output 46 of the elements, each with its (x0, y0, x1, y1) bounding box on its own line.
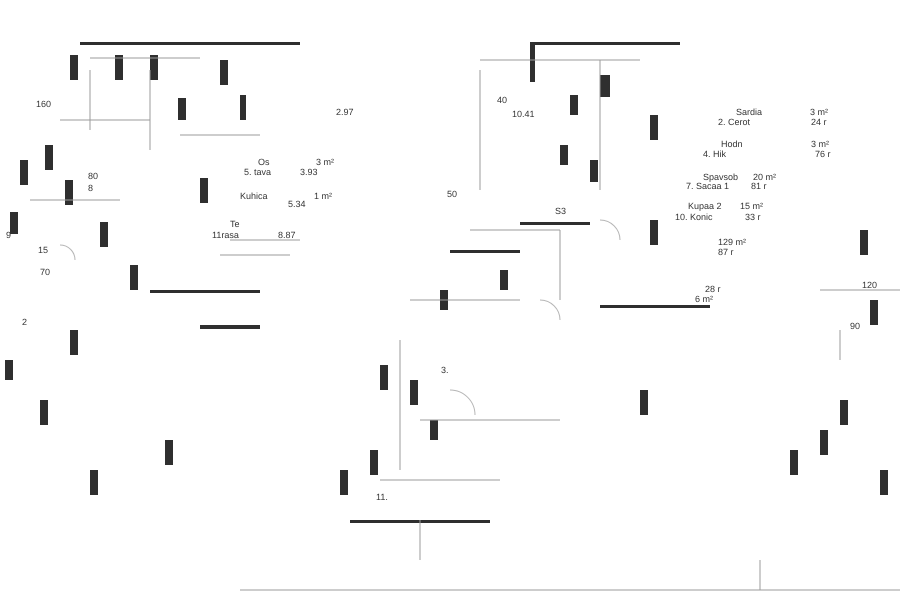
plan-label: 3 m² (810, 108, 828, 117)
plan-label: 129 m² (718, 238, 746, 247)
plan-label: 2. Cerot (718, 118, 750, 127)
plan-label: 15 (38, 246, 48, 255)
plan-label: Te (230, 220, 240, 229)
plan-label: 1 m² (314, 192, 332, 201)
plan-label: 28 r (705, 285, 721, 294)
plan-label: 5.34 (288, 200, 306, 209)
plan-label: 2 (22, 318, 28, 327)
plan-label: 11rasa (212, 231, 239, 240)
plan-label: S3 (555, 207, 566, 216)
plan-label: 76 r (815, 150, 831, 159)
plan-label: 4. Hik (703, 150, 726, 159)
plan-label: Os (258, 158, 270, 167)
plan-label: 50 (447, 190, 458, 199)
plan-label: Sardia (736, 108, 762, 117)
plan-label: 5. tava (244, 168, 272, 177)
plan-label: 33 r (745, 213, 761, 222)
plan-label: 7. Sacaa 1 (686, 182, 730, 191)
plan-label: 8 (88, 184, 94, 193)
plan-label: 20 m² (753, 173, 776, 182)
plan-label: 3.93 (300, 168, 318, 177)
plan-label: 2.97 (336, 108, 354, 117)
plan-label: 3. (441, 366, 449, 375)
plan-label: 10.41 (512, 110, 535, 119)
plan-label: 160 (36, 100, 52, 109)
plan-label: Spavsob (703, 173, 738, 182)
plan-label: 8.87 (278, 231, 296, 240)
plan-label: 70 (40, 268, 50, 277)
plan-label: 11. (376, 493, 388, 502)
plan-label: 15 m² (740, 202, 764, 211)
plan-label: 40 (497, 96, 508, 105)
plan-label: 6 m² (695, 295, 713, 304)
plan-label: 24 r (811, 118, 827, 127)
plan-label: 81 r (751, 182, 767, 191)
plan-label: 9 (6, 231, 12, 240)
plan-label: 3 m² (316, 158, 334, 167)
plan-label: Hodn (721, 140, 743, 149)
plan-label: 120 (862, 281, 878, 290)
plan-label: Kupaa 2 (688, 202, 722, 211)
plan-label: 80 (88, 172, 98, 181)
plan-label: 3 m² (811, 140, 829, 149)
plan-label: 87 r (718, 248, 734, 257)
plan-label: 90 (850, 322, 860, 331)
plan-label: Kuhica (240, 192, 268, 201)
plan-label: 10. Konic (675, 213, 713, 222)
